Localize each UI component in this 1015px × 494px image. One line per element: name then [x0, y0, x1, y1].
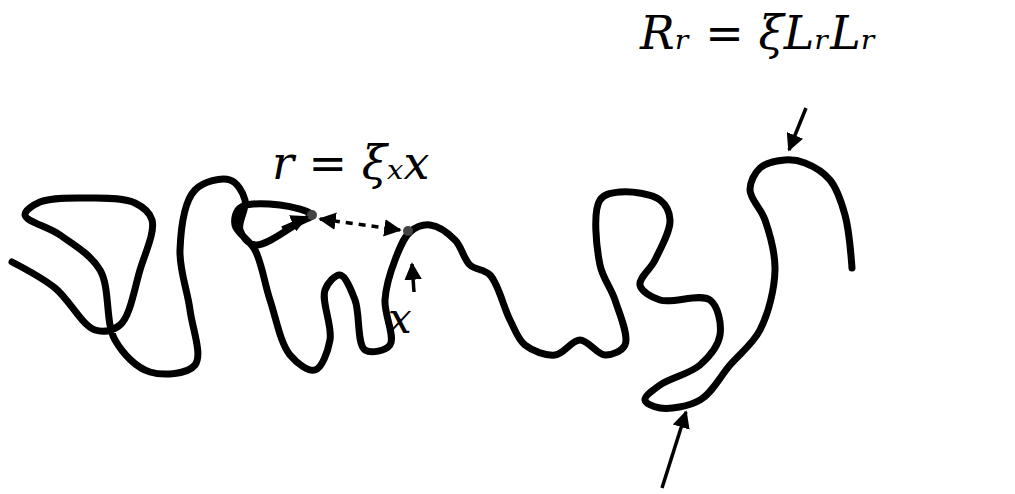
monomer-dot	[403, 226, 413, 236]
distance-formula: r = ξₓx	[272, 138, 429, 189]
leader-arrow	[662, 412, 686, 488]
leader-arrow	[789, 108, 806, 150]
pointer-arrow	[282, 217, 307, 228]
chain-curve	[12, 160, 852, 409]
distance-arrow	[320, 219, 400, 230]
leader-arrow	[412, 264, 414, 292]
contour-label: x	[388, 296, 412, 342]
size-formula: Rᵣ = ξLᵣLᵣ	[640, 8, 877, 59]
monomer-dot	[307, 210, 317, 220]
